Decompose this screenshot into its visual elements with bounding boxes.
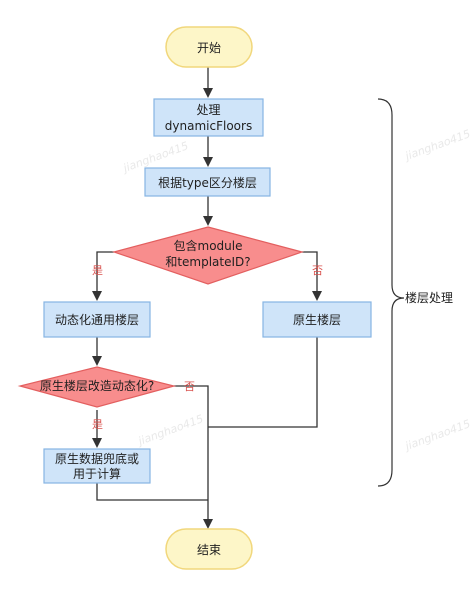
split-by-type-label: 根据type区分楼层 [158, 175, 257, 190]
decision-module-label-line2: 和templateID? [165, 255, 250, 269]
fallback-label-line1: 原生数据兜底或 [55, 451, 139, 466]
split-by-type-node: 根据type区分楼层 [144, 167, 271, 197]
process-dynamic-floors-node: 处理 dynamicFloors [153, 98, 264, 137]
start-node: 开始 [165, 26, 253, 68]
edge-decision-yes [92, 251, 114, 301]
fallback-node: 原生数据兜底或 用于计算 [43, 448, 151, 484]
native-floor-node: 原生楼层 [262, 301, 372, 338]
process-dynamic-floors-label-line1: 处理 [196, 103, 220, 117]
edge-decision-no [302, 251, 322, 301]
end-label: 结束 [197, 543, 221, 557]
decision-dynamic-label: 原生楼层改造动态化? [40, 378, 154, 393]
watermark: jianghao415 [402, 127, 471, 163]
connectors [92, 67, 322, 529]
edge-label-yes-1: 是 [92, 264, 103, 277]
start-label: 开始 [197, 41, 221, 55]
watermark: jianghao415 [135, 412, 205, 448]
edge-label-no-2: 否 [184, 380, 195, 393]
edge-label-yes-2: 是 [92, 418, 103, 431]
dynamic-floor-node: 动态化通用楼层 [43, 301, 151, 338]
end-node: 结束 [165, 528, 253, 570]
decision-module-label-line1: 包含module [174, 238, 243, 253]
decision-module-node: 包含module 和templateID? [111, 226, 305, 285]
decision-dynamic-node: 原生楼层改造动态化? [17, 366, 177, 408]
edge-decision2-no [174, 385, 213, 529]
floor-processing-brace [377, 98, 405, 487]
dynamic-floor-label: 动态化通用楼层 [55, 312, 139, 327]
fallback-label-line2: 用于计算 [73, 466, 121, 481]
edge-native-merge [208, 337, 318, 428]
edge-fallback-merge [96, 483, 208, 501]
edge-label-no-1: 否 [312, 264, 323, 277]
process-dynamic-floors-label-line2: dynamicFloors [165, 119, 252, 133]
native-floor-label: 原生楼层 [293, 312, 341, 327]
watermark: jianghao415 [402, 417, 471, 453]
floor-processing-label: 楼层处理 [405, 290, 453, 305]
